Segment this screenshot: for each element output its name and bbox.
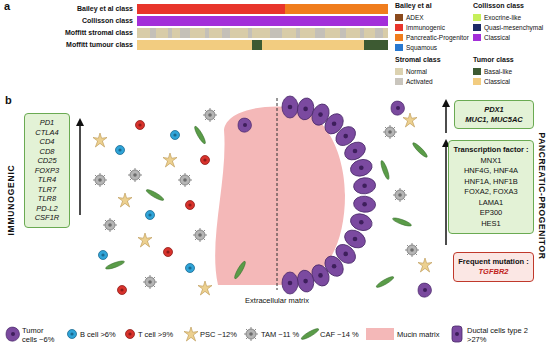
legend-text: Ductal cells type 2 >27%: [467, 326, 539, 344]
region-label: Extracellular matrix: [243, 296, 311, 305]
legend-heading: Stromal class: [395, 56, 441, 64]
legend-swatch: [395, 34, 403, 41]
legend-text: Exocrine-like: [484, 14, 521, 21]
legend-entry: Squamous: [395, 43, 437, 52]
panel-letter: b: [5, 94, 12, 107]
tissue-illustration: [93, 96, 432, 297]
legend-text: Quasi-mesenchymal: [484, 24, 543, 31]
row-label: Moffitt tumour class: [66, 40, 133, 50]
trend-arrows: [80, 101, 446, 245]
legend-text: T cell >9%: [138, 330, 180, 339]
legend-text: TAM ~11 %: [261, 330, 301, 339]
row-label: Moffitt stromal class: [65, 28, 133, 38]
legend-entry: Exocrine-like: [473, 13, 521, 22]
box-text: CD25: [28, 156, 66, 166]
panel-letter: a: [4, 0, 10, 13]
subtype-label: IMMUNOGENIC: [6, 164, 16, 235]
legend-text: Activated: [406, 78, 433, 85]
legend-entry: Immunogenic: [395, 23, 445, 32]
box-text: FOXA2, FOXA3: [452, 187, 530, 198]
box-text: FOXP3: [28, 166, 66, 176]
legend-text: Classical: [484, 34, 510, 41]
legend-text: Squamous: [406, 44, 437, 51]
legend-swatch: [395, 14, 403, 21]
legend-swatch: [473, 34, 481, 41]
box-text: Transcription factor :: [452, 145, 530, 156]
box-text: CD4: [28, 137, 66, 147]
subtype-label: PANCREATIC-PROGENITOR: [537, 133, 547, 260]
box-text: PD1: [28, 118, 66, 128]
legend-heading: Collisson class: [473, 2, 524, 10]
box-text: HNF1A, HNF1B: [452, 177, 530, 188]
legend-entry: Quasi-mesenchymal: [473, 23, 543, 32]
legend-entry: Classical: [473, 33, 510, 42]
legend-entry: Normal: [395, 67, 427, 76]
box-text: PD-L2: [28, 204, 66, 214]
row-label: Bailey et al class: [77, 4, 133, 14]
box-text: EP300: [452, 208, 530, 219]
legend-swatch: [473, 78, 481, 85]
legend-text: Mucin matrix: [397, 330, 445, 339]
legend-text: Tumor cells ~6%: [22, 326, 60, 344]
legend-entry: Activated: [395, 77, 433, 86]
legend-icons: [6, 326, 462, 342]
box-text: TLR4: [28, 175, 66, 185]
box-text: PDX1: [458, 105, 530, 115]
box-text: HES1: [452, 219, 530, 230]
legend-text: Classical: [484, 78, 510, 85]
legend-entry: ADEX: [395, 13, 424, 22]
legend-text: PSC ~12%: [200, 330, 240, 339]
box-text: CTLA4: [28, 128, 66, 138]
box-text: TLR7: [28, 185, 66, 195]
legend-text: Normal: [406, 68, 427, 75]
legend-text: Basal-like: [484, 68, 512, 75]
box-text: CD8: [28, 147, 66, 157]
legend-swatch: [473, 68, 481, 75]
box-text: TLR8: [28, 194, 66, 204]
legend-entry: Classical: [473, 77, 510, 86]
legend-text: B cell >6%: [80, 330, 122, 339]
box-text: CSF1R: [28, 213, 66, 223]
info-box: PDX1MUC1, MUC5AC: [454, 100, 534, 129]
legend-entry: Basal-like: [473, 67, 512, 76]
legend-swatch: [395, 24, 403, 31]
info-box: Transcription factor :MNX1HNF4G, HNF4AHN…: [448, 140, 534, 234]
legend-text: Pancreatic-Progenitor: [406, 34, 469, 41]
legend-entry: Pancreatic-Progenitor: [395, 33, 469, 42]
legend-swatch: [395, 44, 403, 51]
row-label: Collisson class: [82, 16, 133, 26]
legend-swatch: [395, 68, 403, 75]
box-text: HNF4G, HNF4A: [452, 166, 530, 177]
legend-heading: Bailey et al: [395, 2, 432, 10]
box-text: LAMA1: [452, 198, 530, 209]
box-text: Frequent mutation :: [457, 257, 530, 267]
legend-text: Immunogenic: [406, 24, 445, 31]
legend-text: CAF ~14 %: [320, 330, 362, 339]
info-box: Frequent mutation :TGFBR2: [453, 252, 534, 282]
box-text: MUC1, MUC5AC: [458, 115, 530, 125]
legend-text: ADEX: [406, 14, 424, 21]
legend-swatch: [395, 78, 403, 85]
legend-heading: Tumor class: [473, 56, 514, 64]
legend-swatch: [473, 14, 481, 21]
box-text: TGFBR2: [457, 267, 530, 277]
class-bars: [137, 4, 388, 50]
legend-swatch: [473, 24, 481, 31]
info-box: PD1CTLA4CD4CD8CD25FOXP3TLR4TLR7TLR8PD-L2…: [24, 113, 70, 228]
box-text: MNX1: [452, 156, 530, 167]
